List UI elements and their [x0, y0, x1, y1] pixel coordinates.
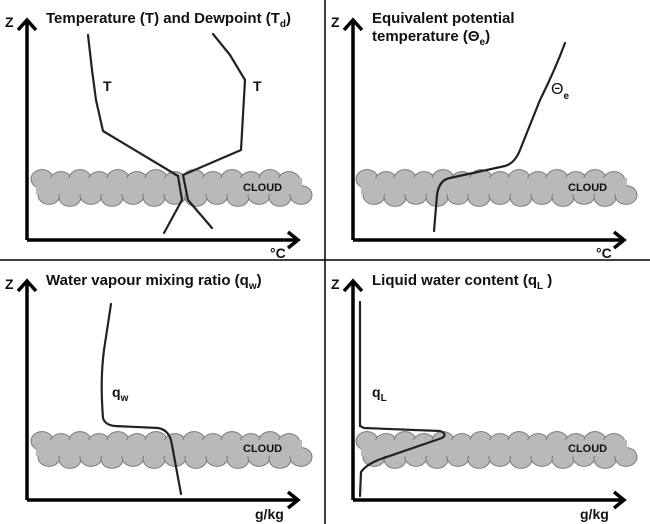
z-axis-label: Z	[5, 14, 14, 30]
x-axis-arrow	[286, 490, 301, 510]
x-axis-label: °C	[596, 245, 612, 261]
theta-e-curve	[432, 41, 567, 233]
z-axis-label: Z	[331, 276, 340, 292]
cloud-label: CLOUD	[568, 182, 607, 194]
z-axis-arrow	[342, 278, 364, 293]
panel-title: Water vapour mixing ratio (qw)	[46, 272, 262, 292]
cloud-band	[30, 431, 313, 469]
panel-equivalent-potential-temperature: Z °C Equivalent potential temperature (Θ…	[331, 10, 638, 261]
temperature-curve-label: T	[103, 78, 112, 94]
z-axis-arrow	[16, 17, 38, 32]
water-vapour-curve-label: qw	[112, 384, 129, 404]
cloud-label: CLOUD	[243, 443, 282, 455]
panel-title-line1: Equivalent potential	[372, 10, 515, 27]
cloud-label: CLOUD	[243, 182, 282, 194]
x-axis-label: g/kg	[255, 506, 284, 522]
cloud-core	[361, 178, 627, 194]
liquid-water-curve	[358, 300, 446, 498]
water-vapour-curve	[100, 302, 183, 496]
panel-water-vapour-mixing-ratio: Z g/kg Water vapour mixing ratio (qw) qw…	[5, 272, 313, 522]
cloud-label: CLOUD	[568, 443, 607, 455]
z-axis-arrow	[16, 278, 38, 293]
panel-title: Liquid water content (qL )	[372, 272, 552, 292]
x-axis-arrow	[612, 490, 627, 510]
x-axis-arrow	[286, 230, 301, 250]
x-axis-arrow	[612, 230, 627, 250]
panel-title-line2: temperature (Θe)	[372, 28, 490, 48]
x-axis-label: g/kg	[580, 506, 609, 522]
dewpoint-curve-label: T	[253, 78, 262, 94]
theta-e-curve-label: Θe	[551, 81, 569, 102]
z-axis-arrow	[342, 17, 364, 32]
x-axis-label: °C	[270, 245, 286, 261]
cloud-core	[36, 178, 302, 194]
liquid-water-curve-label: qL	[372, 384, 387, 404]
cloud-core	[36, 440, 302, 456]
z-axis-label: Z	[5, 276, 14, 292]
cloud-band	[355, 169, 638, 207]
temperature-curve	[86, 33, 184, 235]
panel-title: Temperature (T) and Dewpoint (Td)	[46, 10, 291, 30]
panel-liquid-water-content: Z g/kg Liquid water content (qL ) qL CLO…	[331, 272, 638, 522]
panel-temperature-dewpoint: Z °C Temperature (T) and Dewpoint (Td) T…	[5, 10, 313, 261]
cloud-band	[30, 169, 313, 207]
z-axis-label: Z	[331, 14, 340, 30]
dewpoint-curve	[181, 32, 247, 230]
